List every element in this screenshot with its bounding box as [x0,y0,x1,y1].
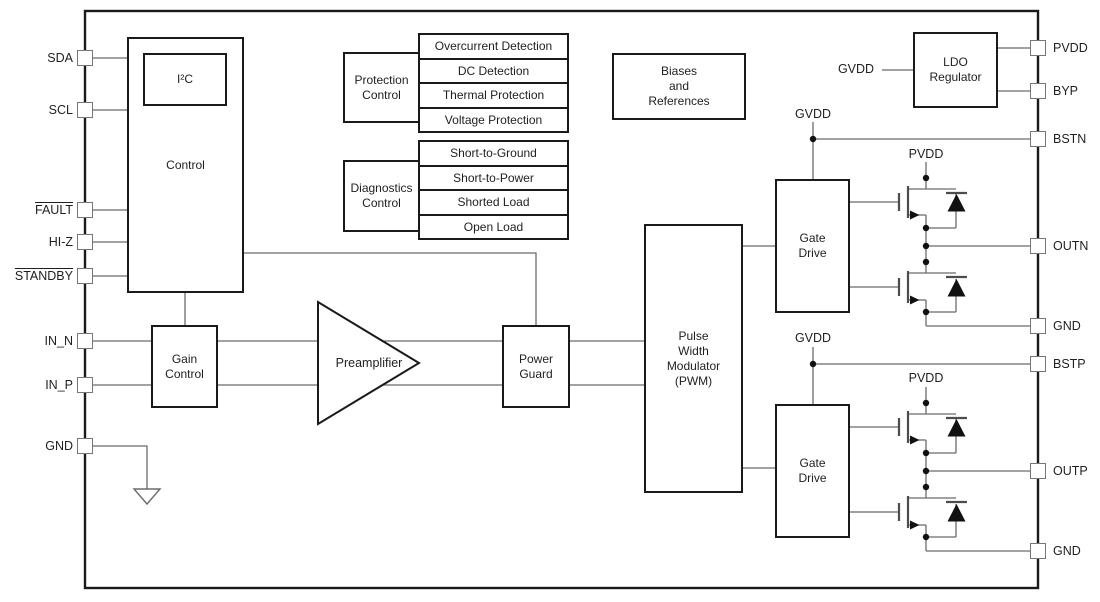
pwm-label: Pulse Width Modulator (PWM) [666,328,721,388]
gate-drive-p-label: Gate Drive [798,456,827,485]
pin-label-fault: FAULT [35,203,73,217]
pin-label-pvdd: PVDD [1053,41,1088,55]
protection-list: Overcurrent Detection DC Detection Therm… [418,33,569,133]
pin-hiz [77,234,93,250]
pin-label-in-n: IN_N [44,334,73,348]
pin-label-standby: STANDBY [14,269,73,283]
pin-label-gnd-n: GND [1053,319,1081,333]
diagnostics-list: Short-to-Ground Short-to-Power Shorted L… [418,140,569,240]
pin-label-gnd-p: GND [1053,544,1081,558]
protection-item: Thermal Protection [420,82,567,107]
diagnostics-item: Shorted Load [420,189,567,214]
power-guard-label: Power Guard [518,351,553,381]
gate-drive-p-block: Gate Drive [775,404,850,538]
pwm-block: Pulse Width Modulator (PWM) [644,224,743,493]
diagnostics-item: Short-to-Power [420,164,567,190]
gvdd-p-label: GVDD [794,331,832,345]
pin-byp [1030,83,1046,99]
pin-outn [1030,238,1046,254]
pin-label-hiz: HI-Z [48,235,73,249]
i2c-block: I²C [143,53,227,106]
biases-references-label: Biases and References [648,64,710,108]
pin-scl [77,102,93,118]
pin-label-bstp: BSTP [1053,357,1086,371]
pin-label-byp: BYP [1053,84,1079,98]
chip-border [83,9,1040,590]
preamplifier-label: Preamplifier [335,356,403,370]
diagnostics-control-label: Diagnostics Control [350,181,413,210]
protection-item: DC Detection [420,57,567,83]
pin-label-in-p: IN_P [45,378,73,392]
pvdd-n-label: PVDD [908,147,944,161]
preamplifier-triangle [317,300,421,426]
biases-references-block: Biases and References [612,53,746,120]
pin-outp [1030,463,1046,479]
protection-item: Overcurrent Detection [434,39,553,54]
pin-pvdd [1030,40,1046,56]
pin-standby [77,268,93,284]
diagnostics-control-block: Diagnostics Control [343,160,420,232]
gate-drive-n-label: Gate Drive [798,231,827,260]
pin-in-p [77,377,93,393]
i2c-label: I²C [177,72,193,86]
control-label: Control [166,157,205,172]
pin-gnd-left [77,438,93,454]
ldo-regulator-label: LDO Regulator [929,55,982,84]
pin-sda [77,50,93,66]
pin-gnd-p [1030,543,1046,559]
pin-label-gnd-left: GND [45,439,73,453]
pin-bstn [1030,131,1046,147]
pvdd-p-label: PVDD [908,371,944,385]
protection-control-block: Protection Control [343,52,420,123]
pin-label-outp: OUTP [1053,464,1088,478]
pin-label-sda: SDA [47,51,73,65]
gate-drive-n-block: Gate Drive [775,179,850,313]
pin-bstp [1030,356,1046,372]
pin-label-outn: OUTN [1053,239,1089,253]
pin-gnd-n [1030,318,1046,334]
pin-label-scl: SCL [48,103,73,117]
diagnostics-item: Short-to-Ground [450,146,537,161]
gain-control-block: Gain Control [151,325,218,408]
protection-control-label: Protection Control [354,72,409,102]
diagnostics-item: Open Load [420,213,567,239]
ldo-regulator-block: LDO Regulator [913,32,998,108]
pin-in-n [77,333,93,349]
pin-fault [77,202,93,218]
power-guard-block: Power Guard [502,325,570,408]
pin-label-bstn: BSTN [1053,132,1087,146]
gvdd-n-label: GVDD [794,107,832,121]
ground-symbol [132,488,162,506]
gain-control-label: Gain Control [165,351,204,381]
gvdd-ldo-label: GVDD [837,62,875,76]
protection-item: Voltage Protection [420,106,567,132]
